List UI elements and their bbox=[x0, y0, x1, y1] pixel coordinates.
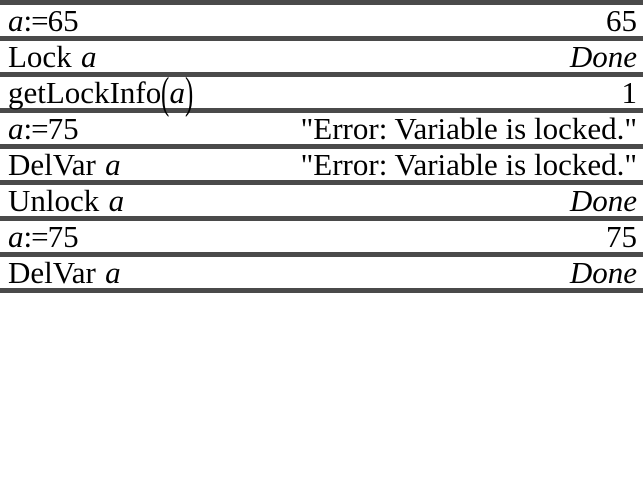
entry-value: 65 bbox=[47, 3, 79, 38]
close-paren: ) bbox=[185, 67, 194, 118]
variable-a: a bbox=[8, 111, 24, 146]
variable-a: a bbox=[8, 219, 24, 254]
separator-line-5 bbox=[0, 180, 643, 185]
separator-line-3 bbox=[0, 108, 643, 113]
history-row-assign-75-locked[interactable]: a:=75 "Error: Variable is locked." bbox=[0, 113, 643, 144]
entry-value: 75 bbox=[47, 219, 79, 254]
history-row-assign-75-ok[interactable]: a:=75 75 bbox=[0, 221, 643, 252]
history-entry-expression: a:=75 bbox=[8, 113, 79, 144]
variable-a: a bbox=[8, 3, 24, 38]
assign-operator: := bbox=[23, 111, 49, 146]
history-result-value: Done bbox=[569, 255, 637, 290]
entry-value: 75 bbox=[47, 111, 79, 146]
history-row-assign-65[interactable]: a:=65 65 bbox=[0, 5, 643, 36]
separator-line-4 bbox=[0, 144, 643, 149]
separator-line-7 bbox=[0, 252, 643, 257]
history-entry-expression: a:=75 bbox=[8, 221, 79, 252]
history-result-value: 75 bbox=[606, 219, 637, 254]
variable-a: a bbox=[105, 147, 121, 182]
history-result-value: 65 bbox=[606, 3, 637, 38]
command-getlockinfo: getLockInfo bbox=[8, 75, 162, 110]
command-delvar: DelVar bbox=[8, 147, 96, 182]
command-lock: Lock bbox=[8, 39, 72, 74]
variable-a: a bbox=[81, 39, 97, 74]
assign-operator: := bbox=[23, 219, 49, 254]
history-result-value: 1 bbox=[621, 75, 638, 110]
history-row-getlockinfo[interactable]: getLockInfo(a) 1 bbox=[0, 70, 643, 115]
separator-line-2 bbox=[0, 72, 643, 77]
separator-line-6 bbox=[0, 216, 643, 221]
open-paren: ( bbox=[161, 67, 170, 118]
history-result-error: "Error: Variable is locked." bbox=[300, 111, 637, 146]
separator-line-1 bbox=[0, 36, 643, 41]
history-entry-expression: a:=65 bbox=[8, 5, 79, 36]
history-entry-expression: getLockInfo(a) bbox=[8, 70, 193, 115]
history-result-error: "Error: Variable is locked." bbox=[300, 147, 637, 182]
command-unlock: Unlock bbox=[8, 183, 100, 218]
command-delvar: DelVar bbox=[8, 255, 96, 290]
separator-line-bottom bbox=[0, 288, 643, 293]
variable-a: a bbox=[105, 255, 121, 290]
assign-operator: := bbox=[23, 3, 49, 38]
variable-a: a bbox=[169, 75, 186, 110]
history-result-value: Done bbox=[569, 39, 637, 74]
separator-line-top bbox=[0, 0, 643, 5]
variable-a: a bbox=[108, 183, 125, 218]
history-result-value: Done bbox=[569, 183, 637, 218]
